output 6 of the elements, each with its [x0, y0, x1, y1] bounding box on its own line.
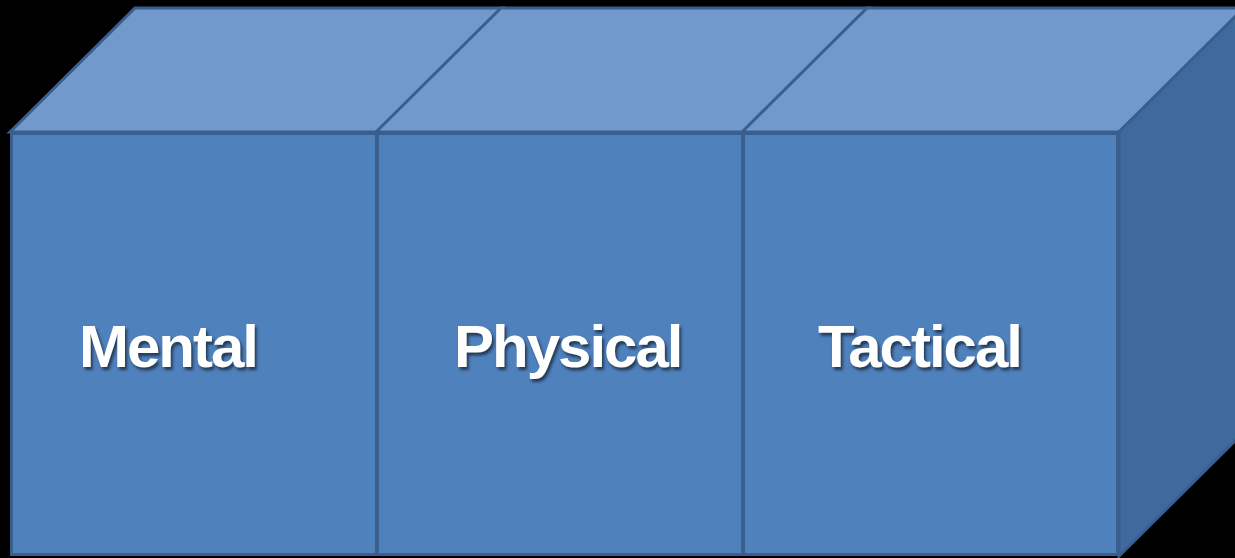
- block-label: Mental: [79, 317, 258, 377]
- block-face: [376, 132, 744, 556]
- block-face: [10, 132, 378, 556]
- block-face: [742, 132, 1119, 556]
- block-label: Tactical: [818, 317, 1021, 377]
- block-label: Physical: [454, 317, 682, 377]
